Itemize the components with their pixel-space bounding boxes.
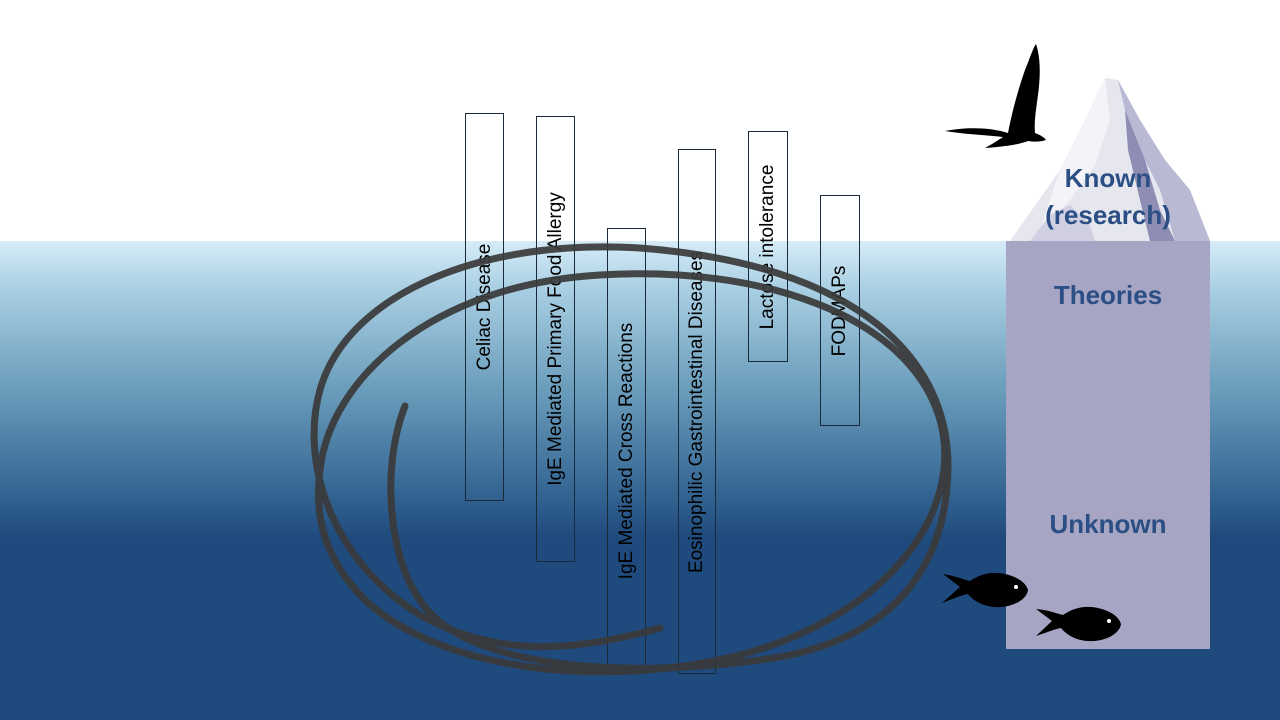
- known-subtitle-label: (research): [1045, 200, 1171, 230]
- topic-box-ige-primary: IgE Mediated Primary Food Allergy: [536, 116, 575, 562]
- unknown-label: Unknown: [1049, 509, 1167, 539]
- theories-label: Theories: [1053, 280, 1163, 310]
- known-label: Known: [1064, 163, 1152, 193]
- topic-box-eosinophilic: Eosinophilic Gastrointestinal Diseases: [678, 149, 716, 674]
- topic-box-lactose: Lactose intolerance: [748, 131, 788, 362]
- iceberg-underwater: [1006, 241, 1210, 649]
